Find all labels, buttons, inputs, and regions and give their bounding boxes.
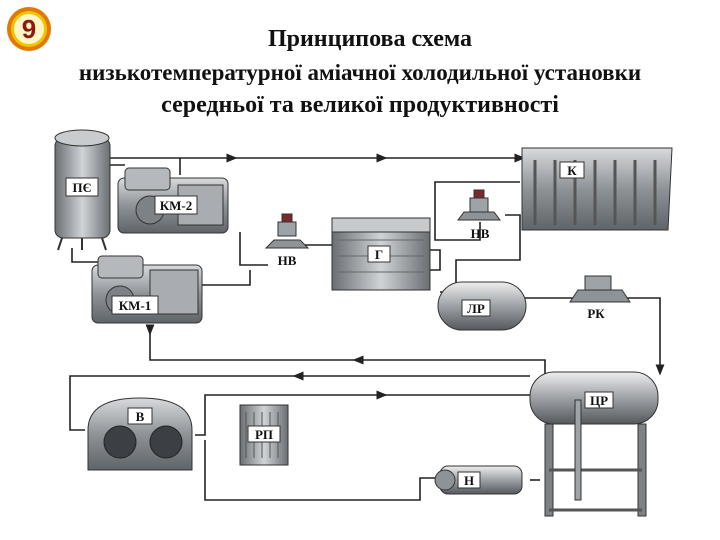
pipe-pump-out (204, 440, 440, 501)
pipe-network (69, 153, 665, 501)
title-line-1: Принципова схема (267, 26, 473, 52)
compressor-km2: КМ-2 (117, 167, 229, 234)
pipe-condenser-outlet (434, 181, 520, 241)
receiver-pe: ПЄ (54, 129, 111, 251)
label-nv-left: НВ (278, 253, 297, 268)
slide-number-badge (7, 7, 51, 51)
pipe-rk-to-tsr (625, 297, 665, 376)
title-line-3: середньої та великої продуктивності (161, 92, 559, 118)
title-line-2: низькотемпературної аміачної холодильної… (78, 60, 642, 85)
label-v: В (136, 409, 145, 424)
label-km2: КМ-2 (160, 198, 193, 213)
pipe-left-vertical (71, 248, 100, 263)
label-rp: РП (255, 427, 273, 442)
receiver-tsr: ЦР (529, 371, 659, 517)
label-nv-right: НВ (471, 226, 490, 241)
air-cooler-v: В (87, 397, 193, 471)
label-n: Н (464, 473, 474, 488)
valve-nv-left: НВ (264, 213, 310, 268)
label-k: К (567, 163, 577, 178)
pipe-g-left (239, 232, 268, 266)
label-km1: КМ-1 (119, 298, 152, 313)
compressor-km1: КМ-1 (91, 255, 203, 324)
label-lr: ЛР (467, 301, 485, 316)
receiver-lr: ЛР (437, 281, 527, 331)
label-rk: РК (587, 306, 605, 321)
pipe-suction-return (145, 324, 546, 375)
heat-exchanger-rp: РП (239, 404, 289, 466)
pipe-evap-return (195, 394, 530, 436)
label-pe: ПЄ (73, 180, 92, 195)
valve-nv-right: НВ (457, 189, 501, 241)
intercooler-g: Г (331, 217, 431, 291)
valve-rk: РК (569, 275, 631, 321)
condenser-k: К (521, 147, 673, 231)
pump-n: Н (434, 465, 523, 495)
label-tsr: ЦР (590, 393, 608, 408)
label-g: Г (375, 247, 383, 262)
pipe-km1-to-g (200, 270, 251, 286)
slide-number: 9 (21, 13, 37, 44)
